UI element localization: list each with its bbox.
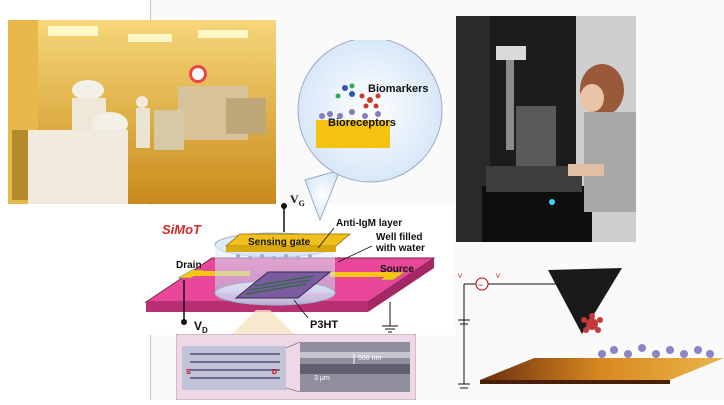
cleanroom-photo	[8, 20, 276, 204]
simot-diagram: Biomarkers Bioreceptors VG SiMoT Sensing…	[140, 37, 455, 340]
bioreceptors-label: Bioreceptors	[328, 117, 396, 129]
vg-sub: G	[299, 199, 305, 208]
drain-label: Drain	[176, 260, 202, 271]
biomarkers-label: Biomarkers	[368, 83, 429, 95]
lab-photo	[456, 16, 636, 242]
well-label-1: Well filled	[376, 232, 423, 243]
anti-igm-label: Anti-IgM layer	[336, 218, 402, 229]
zoom-bubble	[297, 37, 443, 183]
vd-sub: D	[202, 326, 208, 335]
electrode-micrograph: S D 500 nm 3 µm	[175, 333, 417, 401]
inset-nm: 500 nm	[358, 355, 382, 362]
simot-title: SiMoT	[162, 222, 202, 237]
afm-surface	[480, 358, 724, 380]
vg-label: V	[290, 192, 299, 206]
inset-d: D	[272, 369, 277, 376]
afm-circuit-panel: ~ V V	[452, 254, 724, 400]
svg-text:VG: VG	[290, 192, 305, 208]
afm-source-symbol: ~	[478, 280, 483, 290]
source-label: Source	[380, 264, 414, 275]
p3ht-label: P3HT	[310, 319, 338, 331]
inset-s: S	[186, 369, 191, 376]
afm-tip	[548, 268, 622, 334]
afm-vin2-label: V	[496, 274, 500, 280]
inset-um: 3 µm	[314, 375, 330, 382]
sensing-gate-label: Sensing gate	[248, 237, 311, 248]
well-label-2: with water	[375, 243, 425, 254]
afm-vin-label: V	[458, 274, 462, 280]
svg-text:VD: VD	[194, 319, 208, 335]
vd-label: V	[194, 319, 202, 333]
